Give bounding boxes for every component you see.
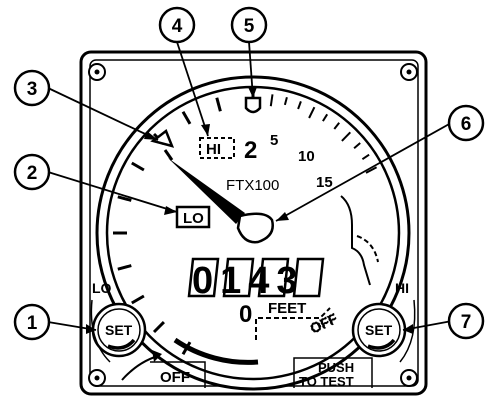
callout-7-label: 7 [461,312,472,333]
to-test-label: TO TEST [299,374,354,389]
hi-corner-label: HI [395,280,409,296]
scale-tick [152,321,165,334]
pointer-index [150,129,175,148]
callout-leaders [47,41,453,331]
lo-set-knob-label: SET [105,322,133,338]
callout-1-label: 1 [27,313,38,334]
screw-top-right [400,63,418,81]
callout-7: 7 [447,302,485,340]
hi-knob-arc [399,299,416,363]
scale-tick [283,96,288,106]
off-arrow-head [152,350,162,362]
flag-arc [356,235,379,263]
digital-readout: 0143 [187,257,325,302]
callout-1: 1 [13,303,51,341]
scale-tick [322,113,329,122]
scale-tick [269,94,274,107]
decision-height-bug [244,96,262,114]
scale-label-0: 0 [239,301,252,328]
model-label: FTX100 [226,177,279,194]
screw-bottom-right [400,369,418,387]
lo-knob-arc [90,299,111,363]
lo-set-knob[interactable]: SET [91,302,147,358]
scale-zero-arc [173,337,259,365]
scale-tick [215,97,222,112]
units-label: FEET [268,300,306,317]
scale-tick [341,131,352,142]
callout-2-label: 2 [27,163,38,184]
scale-label-5: 5 [270,132,278,149]
scale-tick [297,101,302,110]
callout-4: 4 [158,6,196,44]
callout-5-label: 5 [244,16,255,37]
scale-label-10: 10 [298,148,315,165]
scale-tick [131,161,145,172]
pointer-needle [163,149,274,244]
off-flag-window [340,195,371,286]
scale-label-15: 15 [316,174,333,191]
callout-arrowheads [86,87,413,334]
scale-tick [365,166,378,174]
screw-bottom-left [88,369,106,387]
off-panel [150,361,206,388]
scale-tick [117,264,132,271]
hi-set-knob-label: SET [365,322,393,338]
push-to-test-panel [293,357,373,388]
callout-6-label: 6 [461,114,472,135]
off-label: OFF [160,369,190,386]
lo-corner-label: LO [92,280,112,296]
scale-tick [117,195,132,202]
scale-tick [308,106,316,119]
hi-flag-label: HI [206,141,221,158]
scale-tick [333,122,340,130]
scale-label-2: 2 [244,137,257,164]
hi-flag-box [199,137,235,159]
screw-top-left [88,63,106,81]
scale-tick [353,142,361,149]
digital-readout-value: 0143 [192,260,305,302]
callout-3: 3 [13,69,51,107]
callout-5: 5 [230,6,268,44]
scale-tick [131,294,145,305]
hi-set-knob[interactable]: SET [351,302,407,358]
feet-bracket [255,307,331,340]
callout-2: 2 [13,153,51,191]
lo-flag-box [175,205,211,229]
scale-tick [361,153,370,161]
callout-6: 6 [447,104,485,142]
callout-4-label: 4 [172,16,183,37]
callout-3-label: 3 [27,79,38,100]
push-label: PUSH [318,360,354,375]
scale-tick [181,111,192,125]
lo-flag-label: LO [183,210,204,227]
